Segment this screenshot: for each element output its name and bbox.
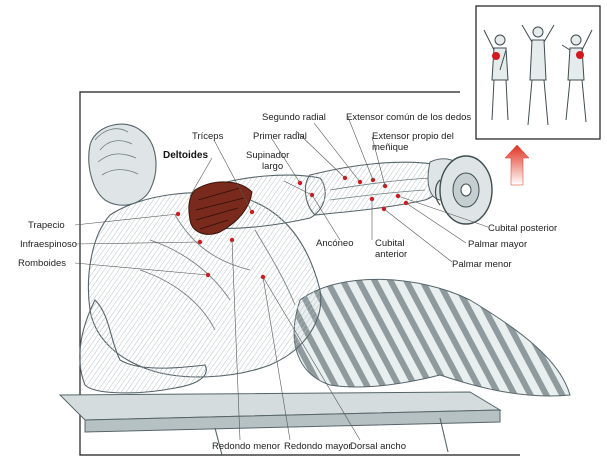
- athlete-figure: [79, 123, 571, 397]
- illustration-frame: [79, 91, 520, 456]
- up-arrow-icon: [504, 144, 530, 186]
- dumbbell: [434, 155, 493, 225]
- label-cubital-anterior-1: Cubital: [375, 238, 405, 249]
- label-trapecio: Trapecio: [28, 220, 65, 231]
- label-primer-radial: Primer radial: [253, 131, 307, 142]
- label-cubital-posterior: Cubital posterior: [488, 223, 557, 234]
- inset-panel: [475, 5, 601, 140]
- label-cubital-anterior-2: anterior: [375, 249, 407, 260]
- label-deltoides: Deltoides: [163, 150, 208, 161]
- label-extensor-propio-1: Extensor propio del: [372, 131, 454, 142]
- label-triceps: Tríceps: [192, 131, 224, 142]
- label-extensor-propio-2: meñique: [372, 142, 408, 153]
- labels: Segundo radial Extensor común de los ded…: [18, 112, 557, 452]
- support-arm: [79, 299, 207, 394]
- label-redondo-mayor: Redondo mayor: [284, 441, 352, 452]
- striped-trousers: [293, 278, 571, 397]
- label-supinador-2: largo: [262, 161, 283, 172]
- label-redondo-menor: Redondo menor: [212, 441, 280, 452]
- label-infraespinoso: Infraespinoso: [20, 239, 77, 250]
- bench: [58, 391, 502, 456]
- forearm: [304, 161, 443, 216]
- label-segundo-radial: Segundo radial: [262, 112, 326, 123]
- label-supinador-1: Supinador: [246, 150, 289, 161]
- label-palmar-menor: Palmar menor: [452, 259, 512, 270]
- label-extensor-comun: Extensor común de los dedos: [346, 112, 471, 123]
- inset-figure-1: [483, 29, 509, 121]
- label-dorsal-ancho: Dorsal ancho: [350, 441, 406, 452]
- leader-lines: [74, 116, 489, 441]
- label-palmar-mayor: Palmar mayor: [468, 239, 527, 250]
- inset-figure-2: [521, 24, 555, 126]
- deltoid-highlight: [188, 181, 253, 235]
- label-romboides: Romboides: [18, 258, 66, 269]
- label-ancóneo: Ancóneo: [316, 238, 354, 249]
- inset-figure-3: [561, 29, 593, 123]
